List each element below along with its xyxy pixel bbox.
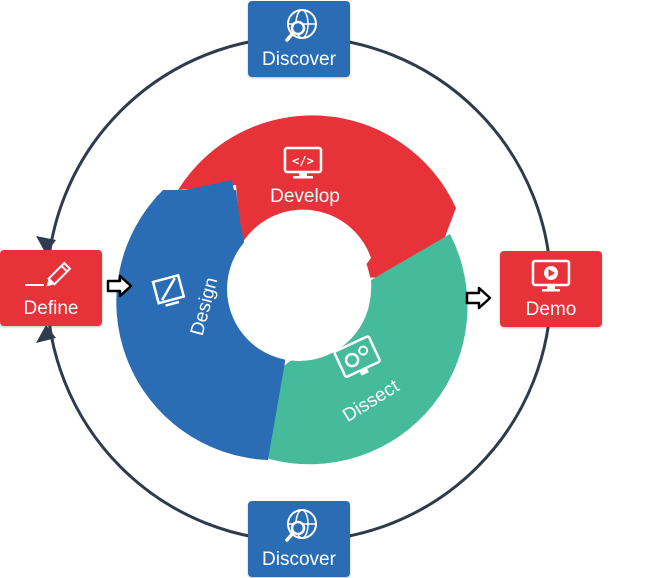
- discover-top-node[interactable]: Discover: [248, 1, 350, 77]
- demo-label: Demo: [525, 299, 577, 320]
- discover-bottom-label: Discover: [262, 549, 336, 570]
- svg-text:</>: </>: [292, 154, 314, 168]
- develop-label: Develop: [270, 186, 340, 207]
- define-node[interactable]: Define: [0, 250, 102, 326]
- video-monitor-icon: [500, 257, 602, 293]
- develop-segment: [178, 115, 456, 278]
- define-label: Define: [23, 298, 79, 319]
- define-to-cycle-arrow: [106, 274, 133, 298]
- outer-arrowhead-lower: [36, 325, 56, 343]
- outer-arrowhead-upper: [36, 236, 56, 254]
- cycle-to-demo-arrow: [465, 286, 492, 310]
- drawing-tablet-icon: [151, 273, 186, 307]
- code-monitor-icon: </>: [283, 146, 323, 179]
- discover-bottom-node[interactable]: Discover: [248, 501, 350, 577]
- pencil-icon: [0, 256, 102, 292]
- globe-search-icon: [248, 7, 350, 43]
- globe-search-icon: [248, 507, 350, 543]
- design-segment: [116, 190, 286, 460]
- cycle-center: [227, 217, 371, 361]
- demo-node[interactable]: Demo: [500, 251, 602, 327]
- design-arrow-tip: [156, 180, 246, 252]
- gears-monitor-icon: [333, 335, 381, 378]
- dissect-segment: [243, 234, 468, 465]
- discover-top-label: Discover: [262, 49, 336, 70]
